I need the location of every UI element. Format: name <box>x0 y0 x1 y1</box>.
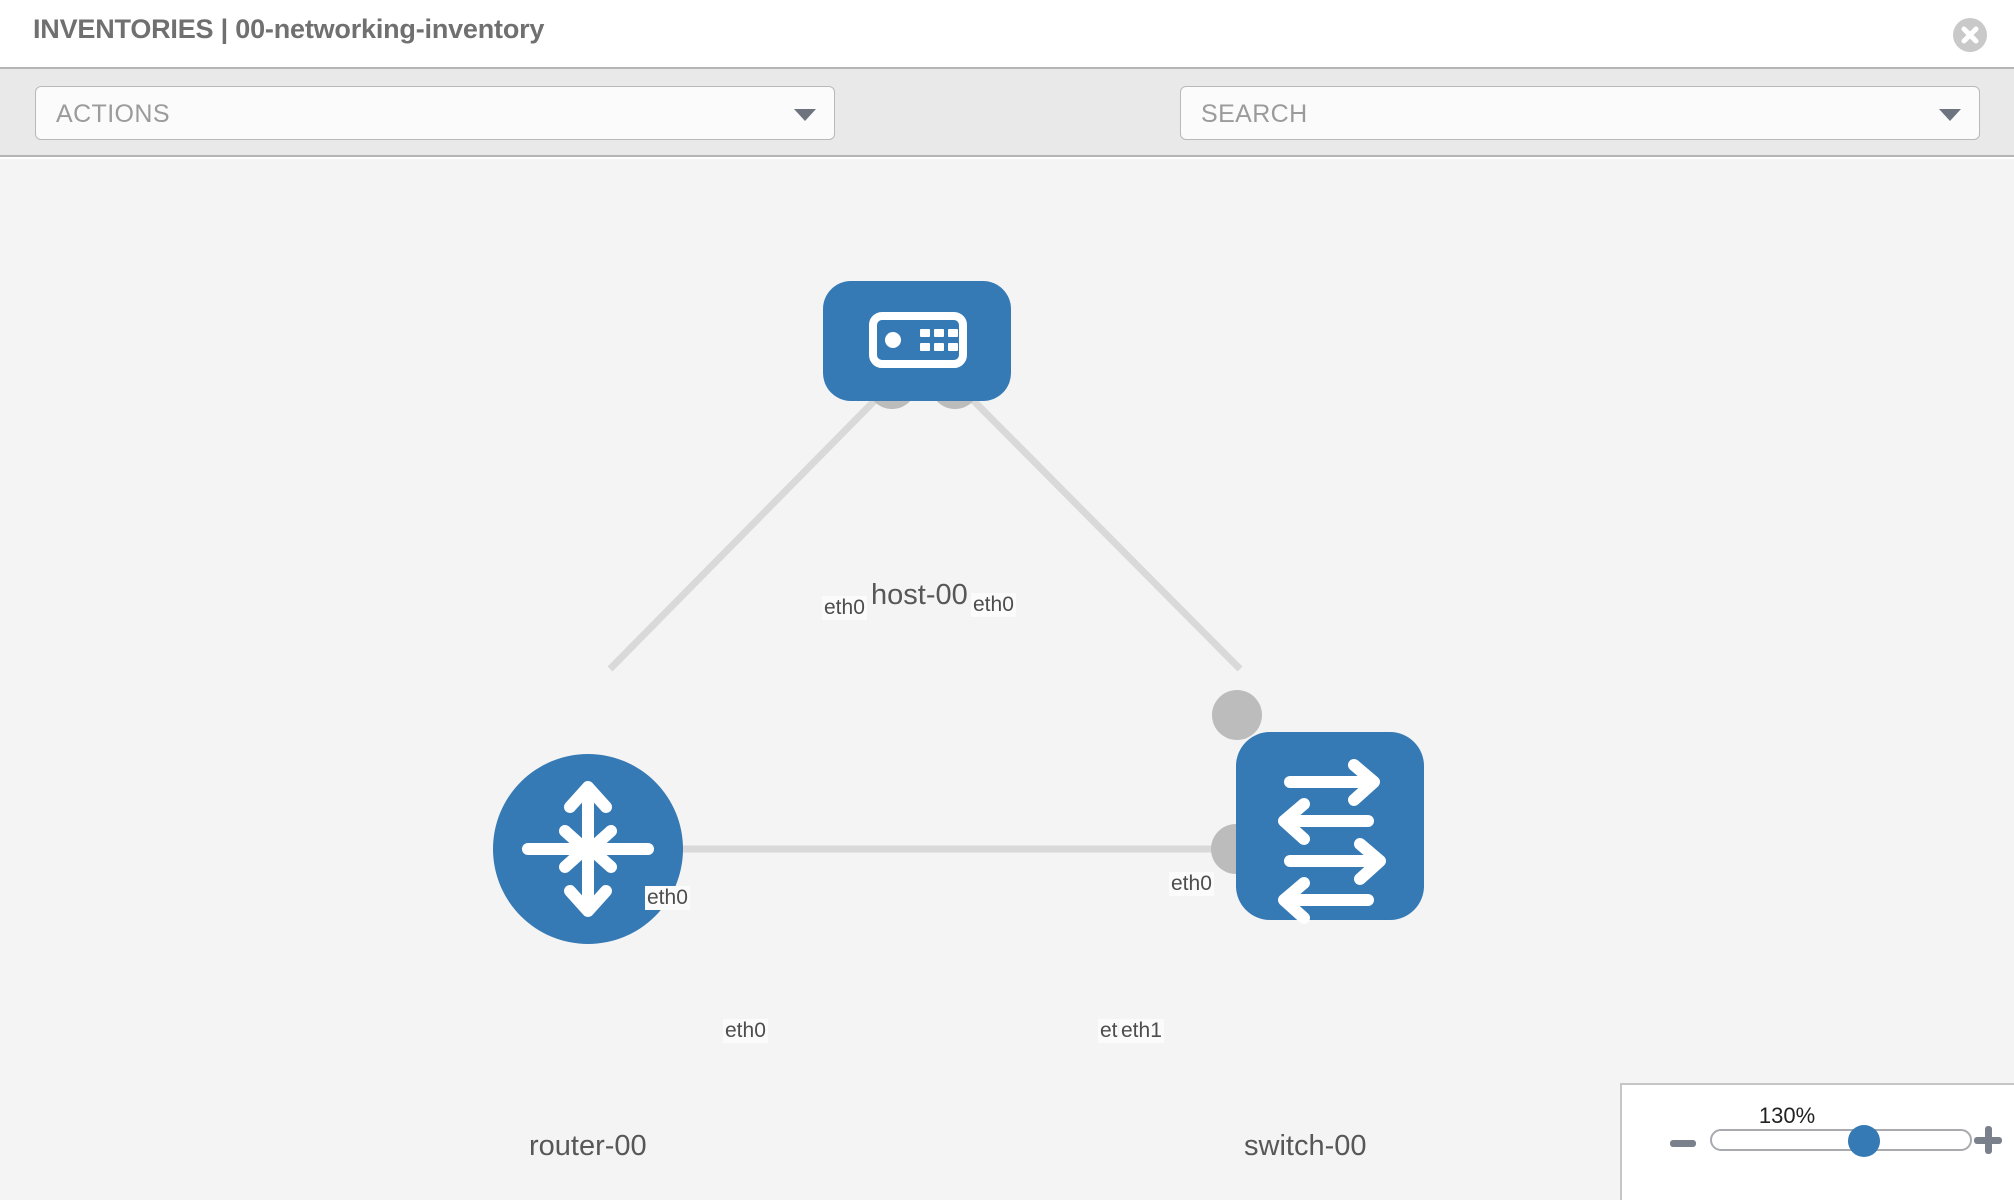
zoom-percent-label: 130% <box>1758 1103 1816 1128</box>
link-label-host00-right: eth0 <box>971 593 1016 617</box>
node-host-00 <box>823 281 1011 401</box>
node-label-router-00: router-00 <box>527 1130 649 1163</box>
chevron-down-icon[interactable] <box>1939 109 1961 121</box>
link-label-router00-up: eth0 <box>645 886 690 910</box>
actions-dropdown-label: ACTIONS <box>56 100 170 128</box>
topology-canvas[interactable]: host-00 router-00 switch-00 eth0 eth0 et… <box>0 159 2014 1200</box>
node-label-host-00: host-00 <box>869 579 970 612</box>
page-title: INVENTORIES | 00-networking-inventory <box>33 14 545 44</box>
link-label-router00-eth0: eth0 <box>723 1019 768 1043</box>
topology-graph <box>493 281 1424 944</box>
search-placeholder-label: SEARCH <box>1201 100 1308 128</box>
toolbar: ACTIONS SEARCH <box>0 69 2014 199</box>
zoom-in-button[interactable] <box>1974 1126 2002 1154</box>
zoom-control-panel: 130% <box>1620 1083 2014 1200</box>
link-host00-router00 <box>607 384 891 672</box>
topology-links <box>607 384 1243 853</box>
zoom-out-button[interactable] <box>1670 1140 1696 1147</box>
link-label-switch00-up: eth0 <box>1169 872 1214 896</box>
router-icon <box>522 781 654 917</box>
node-switch-00 <box>1236 732 1424 924</box>
zoom-slider-track[interactable] <box>1710 1129 1972 1151</box>
link-label-switch00-eth1: eth1 <box>1119 1019 1164 1043</box>
actions-dropdown[interactable]: ACTIONS <box>35 86 835 140</box>
search-input[interactable]: SEARCH <box>1180 86 1980 140</box>
link-label-host00-left: eth0 <box>822 596 867 620</box>
topology-connectors <box>623 359 1262 874</box>
chevron-down-icon <box>794 109 816 121</box>
zoom-slider-thumb[interactable] <box>1848 1125 1880 1157</box>
server-icon <box>869 312 967 368</box>
link-host00-switch00 <box>957 384 1243 672</box>
page-header: INVENTORIES | 00-networking-inventory <box>0 0 2014 69</box>
node-label-switch-00: switch-00 <box>1242 1130 1369 1163</box>
node-router-00 <box>493 754 683 944</box>
close-icon[interactable] <box>1953 18 1987 52</box>
switch-icon <box>1278 759 1386 924</box>
connector-switch00-top <box>1212 690 1262 740</box>
